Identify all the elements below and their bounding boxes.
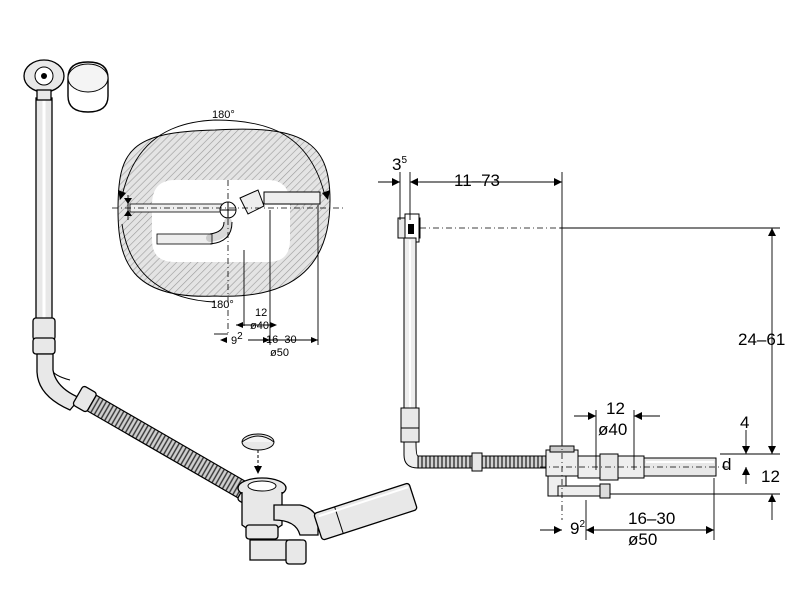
side-view-elevation: 35 11–73 24–61 12 ø40 4 d 12 92 16–30 ø5… xyxy=(378,155,785,549)
angle-bottom-label: 180° xyxy=(211,299,234,311)
drain-plug-icon xyxy=(241,433,275,474)
side-dim-3: 35 xyxy=(392,155,407,174)
side-dim-16-30: 16–30 xyxy=(628,509,675,528)
top-dim-9: 92 xyxy=(231,331,243,347)
side-dim-d: d xyxy=(722,455,731,474)
top-dim-12: 12 xyxy=(255,307,267,319)
side-dim-d50: ø50 xyxy=(628,530,657,549)
side-dim-11-73: 11–73 xyxy=(454,171,500,190)
side-dim-4: 4 xyxy=(740,413,749,432)
top-dim-d40: ø40 xyxy=(250,320,269,332)
assembly-isometric xyxy=(23,59,418,565)
overflow-rosette-icon xyxy=(23,59,65,101)
top-dim-16-30: 16–30 xyxy=(266,334,297,346)
top-dim-d50: ø50 xyxy=(270,347,289,359)
side-dim-12: 12 xyxy=(606,399,625,418)
cover-cap-icon xyxy=(67,61,109,113)
angle-top-label: 180° xyxy=(212,109,235,121)
side-dim-12-right: 12 xyxy=(761,467,780,486)
side-dim-d40: ø40 xyxy=(598,420,627,439)
side-dim-9: 92 xyxy=(570,519,585,538)
side-dim-24-61: 24–61 xyxy=(738,330,785,349)
top-view-plan: 180° 180° 12 ø40 92 16–30 ø50 xyxy=(112,109,345,359)
